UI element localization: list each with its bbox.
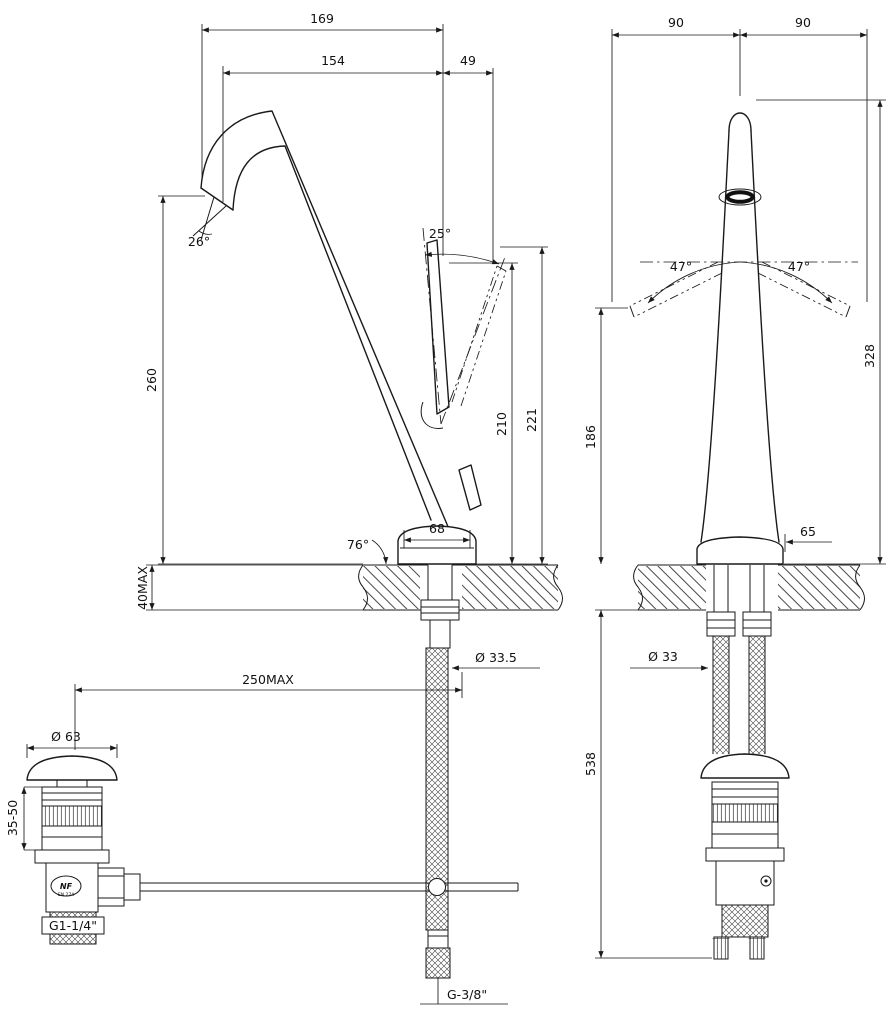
nf-logo-sub: EN 274 [58,892,74,898]
front-view: 90 90 47° 47° 186 328 65 Ø 33 538 [583,15,886,960]
hose-end-left [713,936,729,960]
dim-250max: 250MAX [242,672,294,687]
angle-47-arc-right [739,261,833,304]
drain-flange [34,849,110,864]
dim-65: 65 [800,524,816,539]
dim-90-left: 90 [668,15,684,30]
g114-label-box [41,916,105,935]
spout-outer [200,110,450,530]
dim-68: 68 [429,521,445,536]
label-g38: G-3/8" [447,987,487,1002]
drain-lower-body [45,862,99,913]
rod-ball-joint [428,878,446,896]
angle-25-label: 25° [429,226,451,241]
handle-alt-outline [451,265,507,407]
handle-swing [629,261,858,318]
angle-47-arc-left [647,261,741,304]
mounting-nut [420,599,460,621]
popup-rod [140,878,519,896]
hose-end-right [749,936,765,960]
label-g114: G1-1/4" [49,918,97,933]
angle-47-right-label: 47° [788,259,810,274]
angle-76-label: 76° [347,537,369,552]
handle-closed [458,464,482,511]
drain-upper-body [41,786,103,807]
drain-cap [26,755,118,781]
break-line-right [553,564,563,611]
aerator-outer [718,188,762,206]
underdeck-side [420,565,508,1005]
break-line-left [358,564,368,611]
mounting-nut-left [706,611,736,637]
handle-lever [426,239,450,415]
hose-fitting [427,929,449,949]
dim-dia-33: Ø 33 [648,649,678,664]
angle-25-arc [424,251,500,265]
mounting-nut-right [742,611,772,637]
drain-outlet [97,867,125,907]
dim-dia-33-5: Ø 33.5 [475,650,517,665]
dim-90-right: 90 [795,15,811,30]
dim-186: 186 [583,425,598,449]
drain-front-view [700,753,790,960]
drain-side-view: NF EN 274 G1-1/4" 35-50 Ø 63 [5,729,141,945]
nf-logo-text: NF [60,882,73,891]
dim-40max: 40MAX [135,566,150,610]
side-view: 169 154 49 26° 25° 260 210 221 76° 68 40… [74,11,563,1005]
nf-logo-oval [50,875,82,897]
drain-cap-front [700,753,790,779]
spout-mouth [200,187,234,211]
cone-left [700,130,730,543]
angle-26-lines [192,196,227,241]
faucet-body-side [192,110,507,565]
drain-knurl-front [711,803,779,823]
dim-210: 210 [494,412,509,436]
dim-169: 169 [310,11,334,26]
shanks-front [713,565,765,612]
aerator-ring [725,190,755,204]
dim-35-50: 35-50 [5,800,20,836]
dimensions-side [74,24,548,750]
cone-tip [728,112,752,132]
handle-right [757,261,851,318]
break-line-left [633,564,643,611]
angle-26-arc [198,230,213,235]
dim-328: 328 [862,344,877,368]
dim-260: 260 [144,368,159,392]
drain-lower-body-front [715,860,775,906]
handle-alt-centerline [440,256,506,425]
countertop-front [633,564,865,611]
drain-knurl-band [41,805,103,827]
faucet-body-front [696,112,784,565]
drain-set-screw [760,875,772,887]
shank-side [427,565,453,600]
dimensions-front [595,29,886,959]
dim-49: 49 [460,53,476,68]
hose-thread-g38 [425,947,451,979]
dim-221: 221 [524,408,539,432]
drain-upper-body-front [711,781,779,805]
drain-thread-front [721,904,769,938]
angle-47-left-label: 47° [670,259,692,274]
handle-left [629,261,723,318]
dim-154: 154 [321,53,345,68]
angle-26-label: 26° [188,234,210,249]
handle-joint [420,401,444,429]
break-line-right [855,564,865,611]
countertop-side [358,564,563,611]
dim-dia-63: Ø 63 [51,729,81,744]
base-flange-front [696,536,784,565]
spout-inner [232,145,432,521]
dim-538: 538 [583,752,598,776]
angle-76-arc [371,539,389,565]
cone-right [750,130,780,543]
drain-flange-front [705,847,785,862]
